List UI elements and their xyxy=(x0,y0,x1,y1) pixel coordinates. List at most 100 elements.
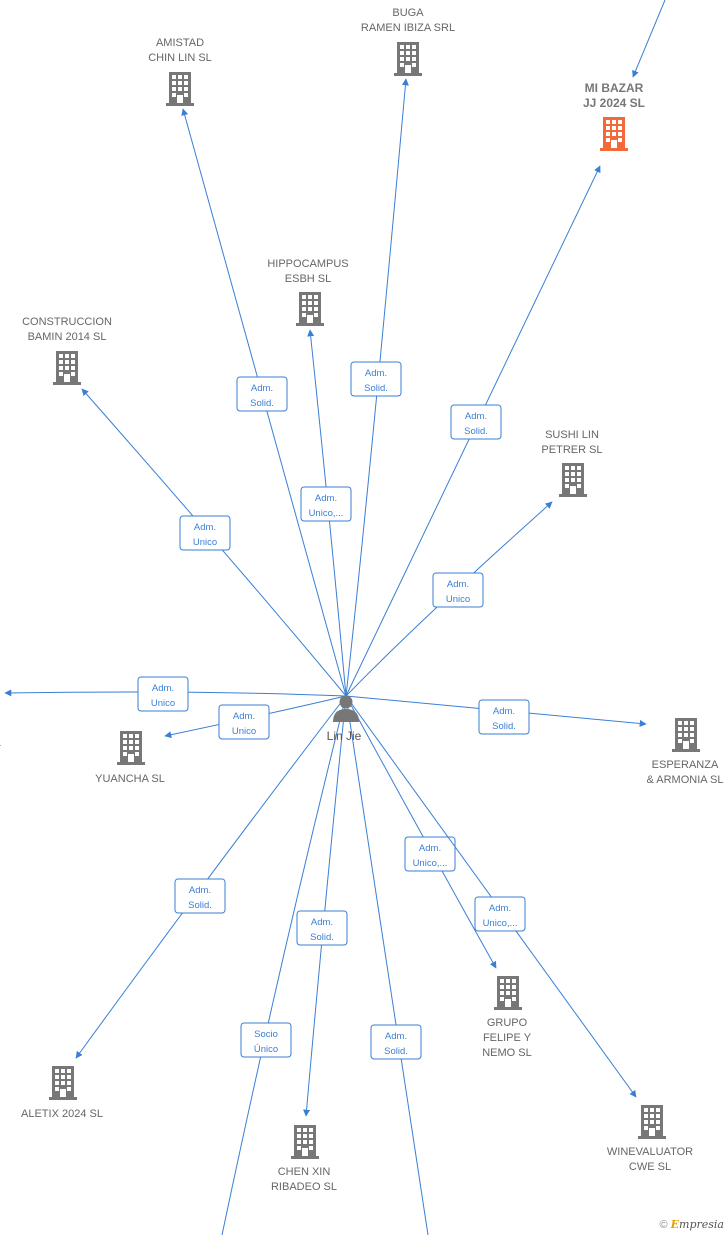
company-name-line: ESBH SL xyxy=(285,273,331,285)
company-name-line: CHEN XIN xyxy=(278,1166,331,1178)
edge-label-box[interactable]: Adm.Solid. xyxy=(236,376,288,412)
company-node-chenxin[interactable]: CHEN XIN RIBADEO SL xyxy=(271,1125,337,1193)
edge-label-box[interactable]: Adm. Unico xyxy=(179,515,231,551)
edge-label-box[interactable]: Adm.Unico,... xyxy=(474,896,526,932)
company-name-line: ALETIX 2024 SL xyxy=(21,1108,103,1120)
building-icon xyxy=(559,463,587,497)
edge-label-box[interactable]: Adm.Solid. xyxy=(350,361,402,397)
edge-label-text: Solid. xyxy=(464,426,488,437)
edge-label-text: Adm. xyxy=(385,1031,407,1042)
company-node-construccion[interactable]: CONSTRUCCION BAMIN 2014 SL xyxy=(22,316,112,385)
brand-logo[interactable]: Empresia xyxy=(671,1218,724,1231)
edge-label-text: Adm. xyxy=(465,411,487,422)
company-name-line: CONSTRUCCION xyxy=(22,316,112,328)
edge-buga: Adm.Solid. xyxy=(345,78,409,697)
edge-label-box[interactable]: Adm. Solid. xyxy=(296,910,348,946)
edge-aletix: Adm. Solid. xyxy=(75,695,347,1059)
company-name-line: RAMEN IBIZA SRL xyxy=(361,22,455,34)
company-node-aletix[interactable]: ALETIX 2024 SL xyxy=(21,1066,103,1120)
edge-construccion: Adm. Unico xyxy=(81,388,347,697)
edge-label-text: Adm. xyxy=(447,579,469,590)
edge-label-box[interactable]: Adm.Unico,... xyxy=(300,486,352,522)
edge-label-box[interactable]: Adm.Solid. xyxy=(174,878,226,914)
edge-line xyxy=(81,388,347,697)
brand-name: mpresia xyxy=(679,1218,724,1231)
person-icon xyxy=(333,695,359,722)
edge-label-text: Solid. xyxy=(250,398,274,409)
edge-label-frame xyxy=(404,836,456,872)
edge-label-box[interactable]: Adm. Solid. xyxy=(450,404,502,440)
edge-label-frame xyxy=(240,1022,292,1058)
edge-label-frame xyxy=(296,910,348,946)
edge-line xyxy=(221,695,347,1235)
edge-label-text: Solid. xyxy=(310,932,334,943)
edge-line xyxy=(181,108,347,697)
company-name-line: CWE SL xyxy=(629,1161,671,1173)
company-name-line: L xyxy=(0,737,1,749)
edge-label-text: Unico xyxy=(232,726,256,737)
edge-label-text: Único xyxy=(254,1044,278,1055)
edge-line xyxy=(303,695,347,1117)
company-name-line: YUANCHA SL xyxy=(95,773,165,785)
company-name-line: FELIPE Y xyxy=(483,1032,532,1044)
edge-label-frame xyxy=(478,699,530,735)
edge-label-box[interactable]: Adm.Unico xyxy=(432,572,484,608)
edge-label-text: Adm. xyxy=(365,368,387,379)
edge-label-box[interactable]: Adm. Solid. xyxy=(478,699,530,735)
company-name-line: PETRER SL xyxy=(541,444,602,456)
company-name-line: & ARMONIA SL xyxy=(646,774,723,786)
edge-label-frame xyxy=(236,376,288,412)
company-node-yuancha[interactable]: YUANCHA SL xyxy=(95,731,165,785)
company-node-partial_left[interactable]: L xyxy=(0,737,1,749)
edge-line xyxy=(345,695,429,1235)
edge-label-box[interactable]: Adm. Unico xyxy=(218,704,270,740)
edge-mibazar: Adm. Solid. xyxy=(345,165,601,697)
edge-label-frame xyxy=(218,704,270,740)
edge-label-text: Unico,... xyxy=(309,508,344,519)
edge-amistad: Adm. Solid. xyxy=(181,108,347,697)
company-name-line: BUGA xyxy=(392,7,424,19)
edge-label-text: Socio xyxy=(254,1029,278,1040)
edge-offscreen_top_right xyxy=(632,0,666,78)
edge-grupo: Adm.Unico,... xyxy=(345,695,497,969)
company-name-line: RIBADEO SL xyxy=(271,1181,337,1193)
company-name-line: JJ 2024 SL xyxy=(583,96,645,110)
edge-label-frame xyxy=(300,486,352,522)
edge-label-text: Adm. xyxy=(493,706,515,717)
edge-label-box[interactable]: Adm.Unico,... xyxy=(404,836,456,872)
company-node-hippocampus[interactable]: HIPPOCAMPUS ESBH SL xyxy=(267,258,349,326)
building-icon xyxy=(49,1066,77,1100)
edge-label-frame xyxy=(174,878,226,914)
company-name-line: SUSHI LIN xyxy=(545,429,599,441)
edge-label-frame xyxy=(370,1024,422,1060)
person-name: Lin Jie xyxy=(327,729,362,743)
company-name-line: HIPPOCAMPUS xyxy=(267,258,348,270)
company-node-buga[interactable]: BUGA RAMEN IBIZA SRL xyxy=(361,7,455,76)
edge-label-text: Solid. xyxy=(384,1046,408,1057)
edge-label-box[interactable]: Adm.Unico xyxy=(137,676,189,712)
edge-label-box[interactable]: Adm. Solid. xyxy=(370,1024,422,1060)
edge-label-text: Unico xyxy=(193,537,217,548)
building-icon xyxy=(291,1125,319,1159)
edge-label-text: Adm. xyxy=(311,917,333,928)
edge-hippocampus: Adm.Unico,... xyxy=(300,329,352,697)
edge-line xyxy=(75,695,347,1059)
brand-initial: E xyxy=(670,1218,680,1231)
person-node[interactable]: Lin Jie xyxy=(327,695,362,744)
edge-label-text: Adm. xyxy=(233,711,255,722)
company-name-line: BAMIN 2014 SL xyxy=(28,331,107,343)
edge-label-text: Solid. xyxy=(492,721,516,732)
company-node-esperanza[interactable]: ESPERANZA& ARMONIA SL xyxy=(646,718,724,786)
company-node-sushi[interactable]: SUSHI LIN PETRER SL xyxy=(541,429,603,497)
edge-offscreen_bottom_right: Adm. Solid. xyxy=(345,695,429,1235)
edge-label-text: Adm. xyxy=(189,885,211,896)
edge-line xyxy=(345,501,553,697)
edge-label-text: Adm. xyxy=(194,522,216,533)
